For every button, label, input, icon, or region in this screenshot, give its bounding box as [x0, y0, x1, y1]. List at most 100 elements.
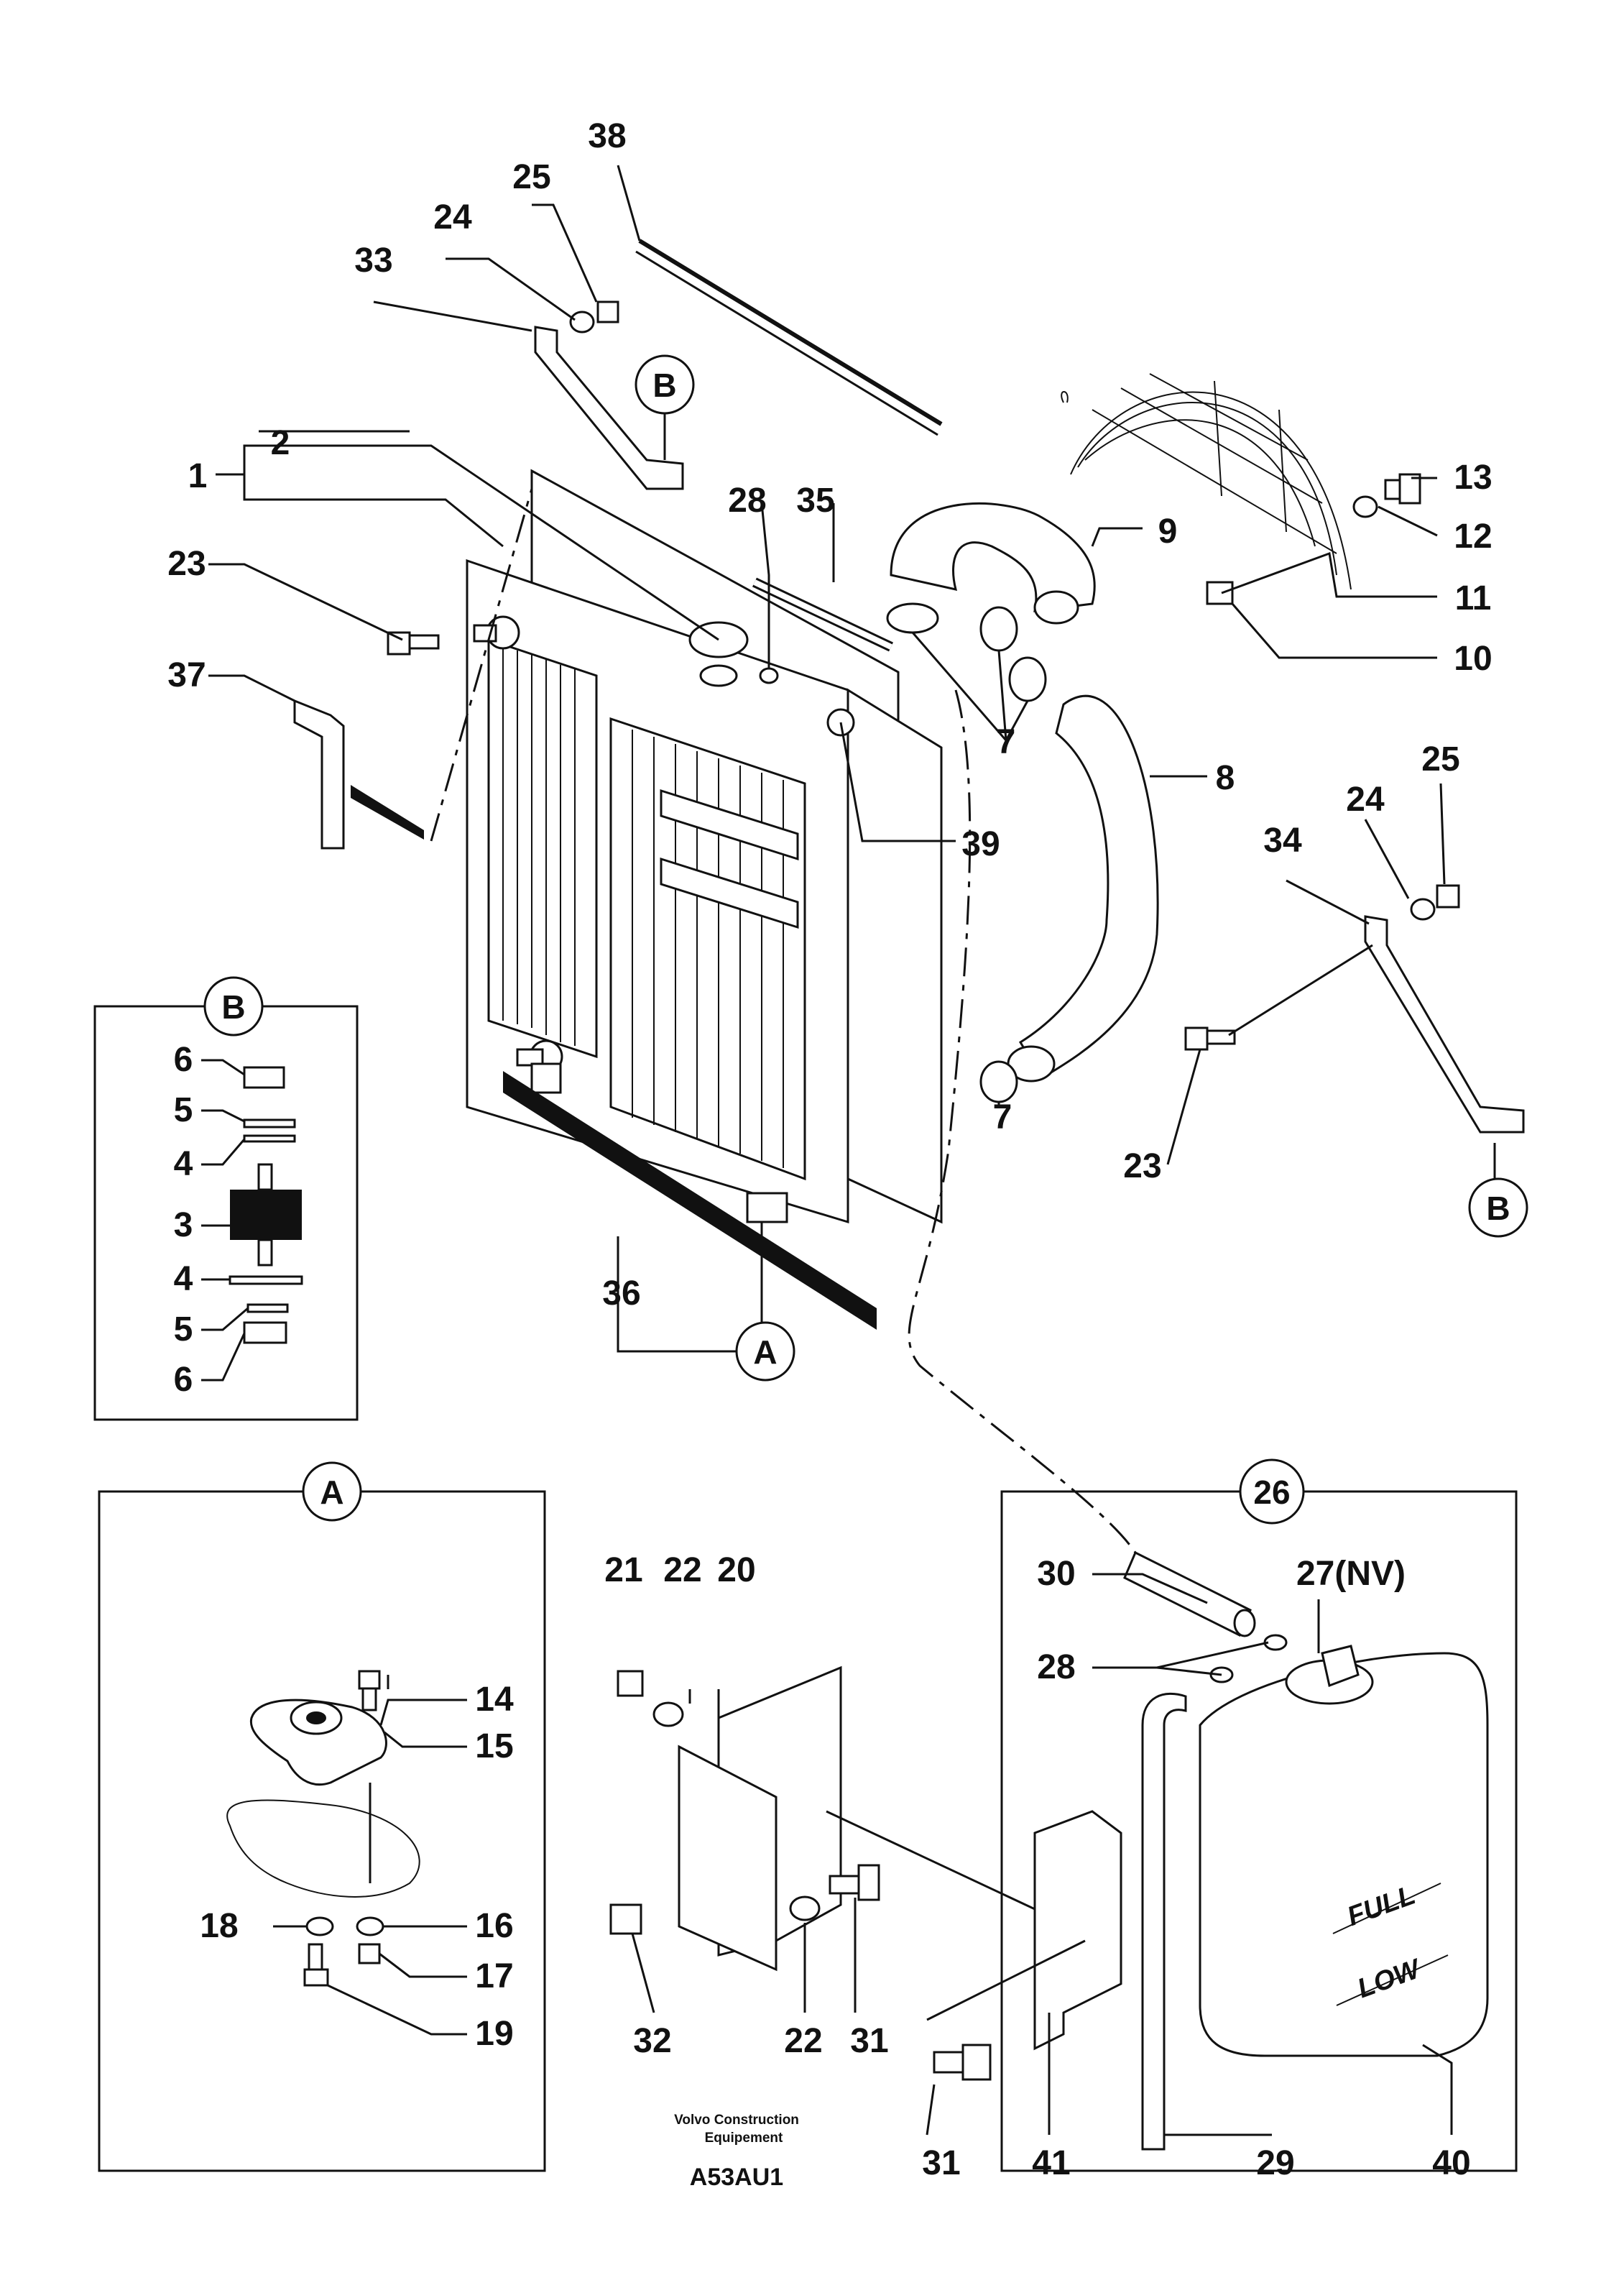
label-14: 14 [475, 1681, 514, 1719]
label-24a: 24 [433, 198, 472, 236]
maker-line-2: Equipement [705, 2131, 783, 2146]
label-9: 9 [1158, 513, 1178, 551]
nut-25-right [1436, 884, 1460, 909]
nut-17 [358, 1943, 381, 1964]
label-1: 1 [188, 457, 208, 495]
clip-32 [609, 1903, 642, 1935]
label-11: 11 [1455, 579, 1492, 617]
label-2: 2 [271, 424, 290, 462]
label-24b: 24 [1346, 781, 1385, 819]
label-21: 21 [604, 1551, 642, 1589]
svg-text:B: B [652, 367, 676, 404]
label-8: 8 [1216, 759, 1235, 797]
label-41: 41 [1032, 2144, 1070, 2182]
strip-38 [635, 239, 943, 436]
strip-36 [503, 1071, 877, 1330]
label-31a: 31 [850, 2022, 888, 2060]
bracket-20 [678, 1665, 842, 1972]
label-25a: 25 [512, 158, 550, 196]
label-31b: 31 [922, 2144, 960, 2182]
label-25b: 25 [1421, 740, 1459, 778]
maker-line-1: Volvo Construction [674, 2113, 799, 2128]
label-13: 13 [1454, 459, 1492, 497]
label-30: 30 [1037, 1555, 1075, 1593]
bracket-34 [1364, 915, 1525, 1134]
bolt-14 [358, 1670, 381, 1690]
label-4a: 4 [174, 1145, 193, 1183]
bracket-41 [1033, 1810, 1122, 2051]
hose-29 [1141, 1692, 1187, 2151]
clamp-28-top [759, 667, 779, 684]
wrench-37 [293, 699, 345, 850]
washer-12 [1352, 495, 1378, 518]
label-5b: 5 [174, 1310, 193, 1348]
bolt-23-top [387, 631, 440, 656]
nut-25-top [596, 300, 619, 323]
label-33: 33 [354, 242, 392, 280]
bolt-19 [308, 1943, 323, 1971]
svg-text:B: B [1486, 1190, 1510, 1227]
washer-24-top [569, 311, 595, 334]
label-19: 19 [475, 2015, 513, 2053]
hose-9 [890, 502, 1096, 612]
callout-b-box: B [203, 976, 264, 1037]
radiator [466, 469, 943, 1224]
label-12: 12 [1454, 518, 1492, 556]
label-4b: 4 [174, 1260, 193, 1298]
label-28b: 28 [1037, 1648, 1075, 1686]
clip-10 [1206, 581, 1234, 605]
washer-22b [789, 1895, 821, 1921]
label-32: 32 [633, 2022, 671, 2060]
clamp-7c [1008, 656, 1047, 702]
label-28a: 28 [728, 482, 766, 520]
label-6a: 6 [174, 1041, 193, 1079]
washer-22a [652, 1701, 684, 1727]
label-7a: 7 [997, 723, 1016, 761]
clamp-7a [886, 602, 939, 634]
drawing-code: A53AU1 [690, 2164, 783, 2191]
washer-24-right [1410, 898, 1436, 921]
washer-16 [356, 1916, 384, 1936]
label-5a: 5 [174, 1091, 193, 1129]
clamp-7b [979, 606, 1018, 652]
svg-text:26: 26 [1253, 1474, 1290, 1511]
label-20: 20 [717, 1551, 755, 1589]
label-7b: 7 [993, 1098, 1012, 1136]
label-15: 15 [475, 1727, 513, 1765]
callout-b-right: B [1468, 1177, 1528, 1238]
label-39: 39 [961, 825, 1000, 863]
mount-3 [229, 1066, 303, 1344]
label-27: 27(NV) [1296, 1555, 1406, 1593]
nut-21 [617, 1670, 644, 1697]
label-10: 10 [1454, 640, 1492, 678]
label-36: 36 [602, 1274, 640, 1313]
inset-b-box [93, 1005, 359, 1421]
callout-a-main: A [735, 1321, 795, 1382]
label-22a: 22 [663, 1551, 701, 1589]
bracket-33 [534, 326, 684, 490]
hose-8 [1018, 694, 1159, 1080]
inset-a-box [98, 1490, 546, 2172]
label-29: 29 [1256, 2144, 1294, 2182]
fan-guard-11 [1061, 373, 1352, 590]
label-35: 35 [796, 482, 834, 520]
label-38: 38 [588, 117, 626, 155]
bolt-31a [829, 1864, 880, 1901]
label-40: 40 [1432, 2144, 1470, 2182]
part-labels: 38 25 24 33 2 1 28 35 9 13 12 11 10 23 3… [167, 117, 1492, 2182]
label-37: 37 [167, 656, 206, 694]
bolt-23-right [1184, 1026, 1236, 1051]
label-22b: 22 [784, 2022, 822, 2060]
bolt-31b [933, 2044, 992, 2081]
label-3: 3 [174, 1206, 193, 1244]
mount-15 [226, 1699, 420, 1898]
tank-40 [1199, 1652, 1489, 2057]
clamp-7d [979, 1060, 1018, 1103]
label-34: 34 [1263, 822, 1302, 860]
leader-lines [201, 165, 1496, 2136]
svg-text:A: A [320, 1474, 343, 1511]
callout-b-top: B [635, 354, 695, 460]
label-17: 17 [475, 1957, 513, 1995]
svg-text:A: A [753, 1333, 777, 1371]
